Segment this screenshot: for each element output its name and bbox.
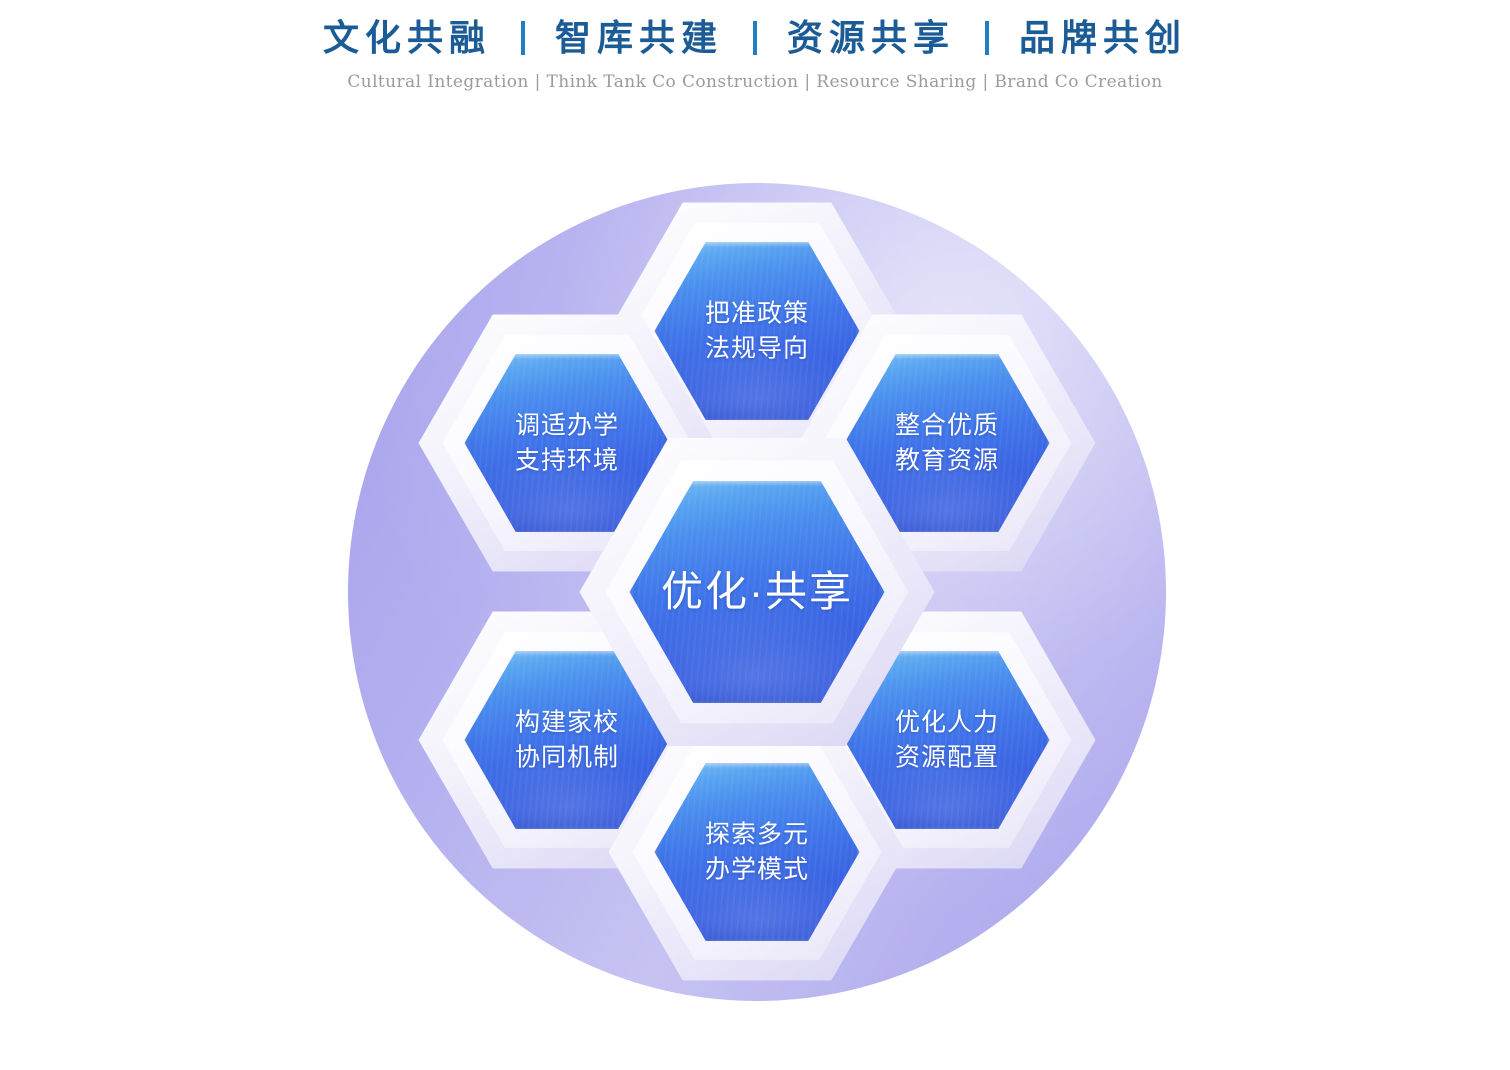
header-segment-4: 品牌共创 (1019, 17, 1188, 59)
hex-bottom-face (654, 763, 860, 941)
hex-top-face (654, 242, 860, 420)
header-separator-1 (520, 21, 525, 55)
header-chinese-title: 文化共融 智库共建 资源共享 品牌共创 (315, 14, 1195, 62)
header-segment-2: 智库共建 (554, 17, 723, 59)
page-header: 文化共融 智库共建 资源共享 品牌共创 Cultural Integration… (0, 0, 1510, 110)
header-separator-3 (985, 21, 990, 55)
hexagon-diagram: 把准政策 法规导向调适办学 支持环境整合优质 教育资源构建家校 协同机制优化人力… (348, 183, 1166, 1001)
center-hex-face (629, 481, 885, 703)
header-english-subtitle: Cultural Integration | Think Tank Co Con… (347, 72, 1163, 92)
header-separator-2 (753, 21, 757, 55)
header-segment-3: 资源共享 (787, 17, 956, 59)
header-segment-1: 文化共融 (322, 17, 491, 59)
